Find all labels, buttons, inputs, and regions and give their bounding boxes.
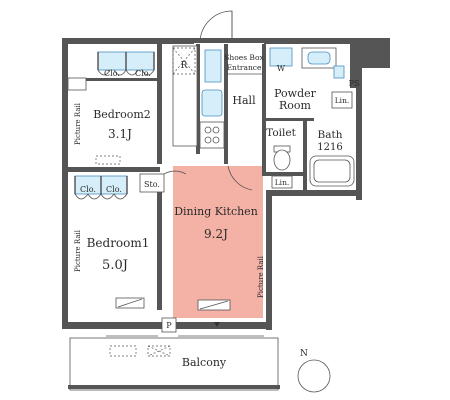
balcony-label: Balcony bbox=[182, 356, 227, 369]
interior-walls bbox=[68, 44, 314, 310]
picture-rail-bedroom2: Picture Rail bbox=[74, 102, 82, 145]
bedroom2-area: 3.1J bbox=[108, 127, 132, 141]
bedroom2-closets bbox=[97, 51, 155, 76]
balcony bbox=[68, 337, 280, 391]
toilet-label: Toilet bbox=[266, 127, 296, 139]
linen-label-powder: Lin. bbox=[335, 96, 350, 105]
entrance-door-swing bbox=[199, 10, 233, 44]
refrigerator-label: R bbox=[181, 61, 188, 71]
linen-label-toilet: Lin. bbox=[275, 178, 290, 187]
storage-label: Sto. bbox=[144, 180, 160, 189]
hall-label: Hall bbox=[232, 94, 256, 107]
dining-kitchen-name: Dining Kitchen bbox=[174, 205, 258, 218]
bedroom1-area: 5.0J bbox=[102, 258, 128, 273]
shoes-box-label: Shoes Box bbox=[224, 53, 264, 62]
bedroom1-closets bbox=[74, 175, 128, 200]
compass-north: N bbox=[300, 349, 308, 359]
bath-name: Bath bbox=[318, 129, 343, 141]
ps-label-right: PS bbox=[349, 79, 360, 88]
entrance-label: Entrance bbox=[227, 63, 262, 72]
closet-label-b1-1: Clo. bbox=[80, 185, 96, 194]
kitchen-counter bbox=[172, 45, 225, 149]
picture-rail-dining: Picture Rail bbox=[257, 255, 265, 298]
bedroom2-name: Bedroom2 bbox=[93, 108, 151, 121]
picture-rail-bedroom1: Picture Rail bbox=[74, 229, 82, 272]
p-label: P bbox=[166, 321, 172, 330]
bedroom1-name: Bedroom1 bbox=[87, 236, 150, 250]
dining-kitchen-area bbox=[173, 166, 263, 318]
washer-label: W bbox=[277, 64, 286, 73]
dining-kitchen-area: 9.2J bbox=[204, 227, 228, 241]
storage-box bbox=[139, 173, 165, 193]
bath-size: 1216 bbox=[317, 142, 342, 153]
powder-room-line1: Powder bbox=[274, 87, 317, 100]
closet-label-b1-2: Clo. bbox=[106, 185, 122, 194]
closet-label-b2-2: Clo. bbox=[135, 69, 151, 78]
compass bbox=[297, 359, 331, 393]
closet-label-b2-1: Clo. bbox=[104, 69, 120, 78]
powder-room-line2: Room bbox=[279, 99, 312, 112]
